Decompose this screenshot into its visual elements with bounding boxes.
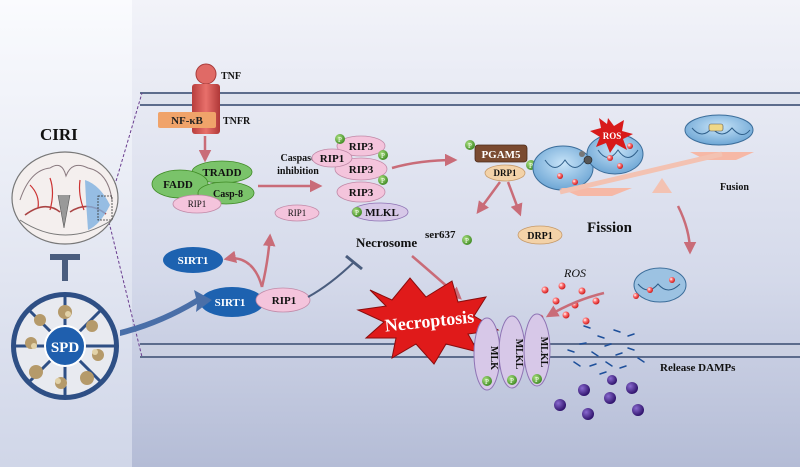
fadd-label: FADD [163, 179, 193, 191]
sirt1-oval-top [163, 247, 223, 273]
svg-text:P: P [529, 162, 533, 170]
svg-text:P: P [355, 209, 359, 217]
svg-text:P: P [485, 378, 489, 386]
nfkb-label: NF-κB [171, 115, 203, 127]
svg-text:P: P [381, 152, 385, 160]
rip1-necrosome-label: RIP1 [320, 153, 344, 165]
top-membrane [140, 92, 800, 106]
svg-text:P: P [381, 177, 385, 185]
pgam5-drp1-complex: PGAM5 DRP1 P P [465, 140, 536, 182]
svg-text:P: P [338, 136, 342, 144]
tnf-receptor: NF-κB TNF TNFR [158, 63, 251, 134]
ros-label-burst: ROS [603, 131, 622, 141]
ser637-label: ser637 [425, 229, 456, 241]
release-damps-label: Release DAMPs [660, 362, 736, 374]
spd-label: SPD [51, 340, 80, 356]
tnfr-label: TNFR [223, 116, 251, 127]
svg-text:P: P [510, 377, 514, 385]
mlkl-label-2: MLKL [513, 339, 524, 370]
damp-dashes [567, 325, 645, 375]
sirt1-label-top: SIRT1 [178, 255, 209, 267]
rip3-label-1: RIP3 [349, 141, 374, 153]
rip1-free [274, 204, 320, 222]
necrosome-complex: RIP3 RIP3 RIP3 RIP1 MLKL [311, 135, 409, 222]
ros-label: ROS [563, 266, 586, 280]
sirt1-rip1-complex: SIRT1 RIP1 [200, 287, 311, 317]
fission-fusion-balance [559, 151, 754, 196]
damp-particles [554, 375, 644, 420]
mitochondria-damaged [633, 267, 687, 303]
drp1-free-label: DRP1 [527, 231, 553, 242]
phospho-groups-necrosome: P P P P [335, 134, 388, 217]
inhibition-symbol [50, 254, 80, 281]
tradd-complex: TRADD FADD Casp-8 RIP1 [151, 160, 255, 214]
pgam5-label: PGAM5 [481, 149, 521, 161]
rip1-free-label: RIP1 [288, 208, 307, 218]
caspase-inhibition-label-1: Caspase [280, 153, 316, 164]
ros-starburst: ROS [590, 118, 633, 153]
mitochondria-fusion [684, 114, 754, 146]
ciri-label: CIRI [40, 125, 78, 144]
casp8-label: Casp-8 [213, 189, 243, 200]
caspase-inhibition-label-2: inhibition [277, 166, 319, 177]
rip3-label-3: RIP3 [349, 187, 374, 199]
rip1-sirt1-label: RIP1 [272, 295, 296, 307]
brain-illustration [11, 151, 119, 245]
rip3-label-2: RIP3 [349, 164, 374, 176]
mlkl-pores: MLK MLKL MLKL P P P [473, 313, 551, 391]
spd-herb-wheel: SPD [11, 292, 119, 400]
tnf-label: TNF [221, 71, 241, 82]
svg-text:P: P [535, 376, 539, 384]
mitochondria-fission [532, 133, 644, 191]
sirt1-label-bottom: SIRT1 [215, 297, 246, 309]
mlkl-label-3: MLKL [538, 337, 549, 368]
tradd-label: TRADD [202, 167, 241, 179]
drp1-label-complex: DRP1 [494, 168, 517, 178]
drp1-free [517, 225, 563, 245]
mlk-label-1: MLK [488, 346, 499, 370]
fusion-label: Fusion [720, 182, 749, 193]
rip1-label-complex: RIP1 [188, 199, 207, 209]
mlkl-necrosome-label: MLKL [365, 207, 399, 219]
necrosome-label: Necrosome [356, 235, 417, 250]
fission-label: Fission [587, 220, 633, 236]
svg-text:P: P [468, 142, 472, 150]
spd-to-sirt1-arrow [120, 290, 212, 336]
svg-text:P: P [465, 237, 469, 245]
